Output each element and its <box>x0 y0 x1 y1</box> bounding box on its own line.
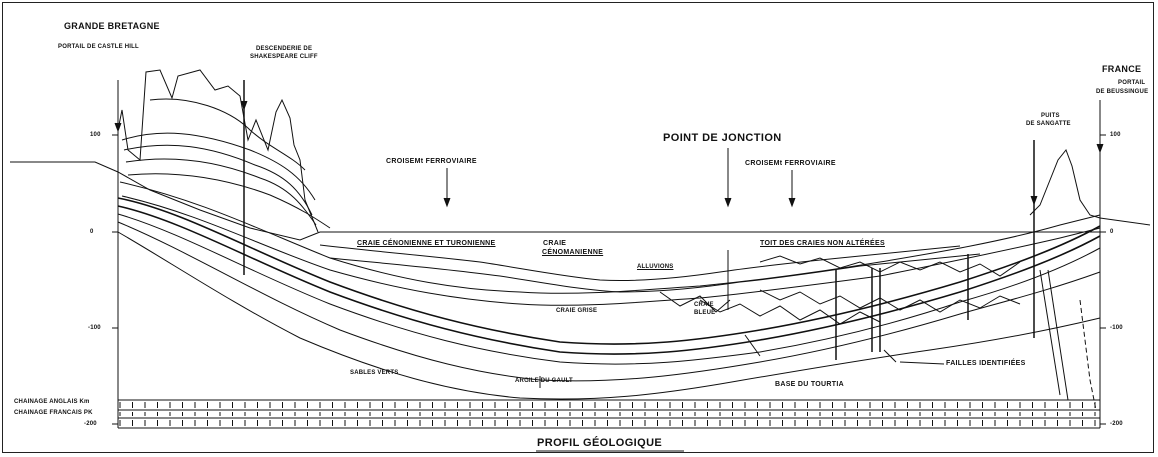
stratum-upper-1 <box>119 181 1101 294</box>
stratum-label-craie-grise: CRAIE GRISE <box>556 308 598 314</box>
right-country-label: FRANCE <box>1102 64 1142 74</box>
scale-left-neg100: -100 <box>88 325 101 331</box>
fault-5 <box>1039 269 1061 396</box>
stratum-upper-2 <box>121 195 1101 306</box>
stratum-lower-1 <box>117 213 1101 365</box>
sangatte-label-line1: PUITS <box>1041 113 1060 119</box>
fault-6 <box>1047 269 1069 401</box>
stratum-label-argile-gault: ARGILE DU GAULT <box>515 378 573 384</box>
left-portal-label: PORTAIL DE CASTLE HILL <box>58 44 139 50</box>
stratum-label-craie-bleue-2: BLEUE <box>694 310 716 316</box>
scale-right-100: 100 <box>1110 132 1121 138</box>
chainage-francais-label: CHAINAGE FRANCAIS PK <box>14 410 93 416</box>
stratum-label-craie-bleue-1: CRAIE <box>694 302 714 308</box>
sangatte-label-line2: DE SANGATTE <box>1026 121 1071 127</box>
stratum-label-craie-ceno-2: CÉNOMANIENNE <box>542 249 604 256</box>
sables-verts-base <box>117 231 1101 400</box>
scale-right-neg100: -100 <box>1110 325 1123 331</box>
crossover-right-label: CROISEMt FERROVIAIRE <box>745 160 836 167</box>
scale-left-0: 0 <box>90 229 94 235</box>
chainage-anglais-label: CHAINAGE ANGLAIS Km <box>14 399 90 405</box>
tunnel-line-2 <box>117 205 1101 355</box>
right-portal-label-line2: DE BEUSSINGUE <box>1096 89 1149 95</box>
profile-title: PROFIL GÉOLOGIQUE <box>537 437 663 449</box>
stratum-label-alluvions: ALLUVIONS <box>637 264 674 270</box>
stratum-lower-2 <box>117 221 1101 382</box>
shaft-label-line2: SHAKESPEARE CLIFF <box>250 54 318 60</box>
scale-ticks <box>112 134 1106 425</box>
scale-left-neg200: -200 <box>84 421 97 427</box>
crossover-left-label: CROISEMt FERROVIAIRE <box>386 158 477 165</box>
chalk-top <box>319 244 961 282</box>
tunnel-line-1 <box>117 197 1101 345</box>
left-country-label: GRANDE BRETAGNE <box>64 21 160 31</box>
shaft-label-line1: DESCENDERIE DE <box>256 46 313 52</box>
right-portal-label-line1: PORTAIL <box>1118 80 1146 86</box>
junction-label: POINT DE JONCTION <box>663 132 782 144</box>
stratum-label-base-tourtia: BASE DU TOURTIA <box>775 381 844 388</box>
scale-right-0: 0 <box>1110 229 1114 235</box>
land-surface-left <box>10 161 321 241</box>
chainage-ticks <box>119 402 1096 426</box>
cliff-outline <box>117 69 319 233</box>
stratum-label-craie-ceno-1: CRAIE <box>543 240 567 247</box>
stratum-label-toit-craies: TOIT DES CRAIES NON ALTÉRÉES <box>760 240 885 247</box>
scale-right-neg200: -200 <box>1110 421 1123 427</box>
stratum-label-craie-ceno-turo: CRAIE CÉNONIENNE ET TURONIENNE <box>357 240 496 247</box>
scale-left-100: 100 <box>90 132 101 138</box>
land-surface-right <box>1029 149 1151 226</box>
stratum-label-failles: FAILLES IDENTIFIÉES <box>946 360 1026 367</box>
stratum-label-sables-verts: SABLES VERTS <box>350 370 399 376</box>
